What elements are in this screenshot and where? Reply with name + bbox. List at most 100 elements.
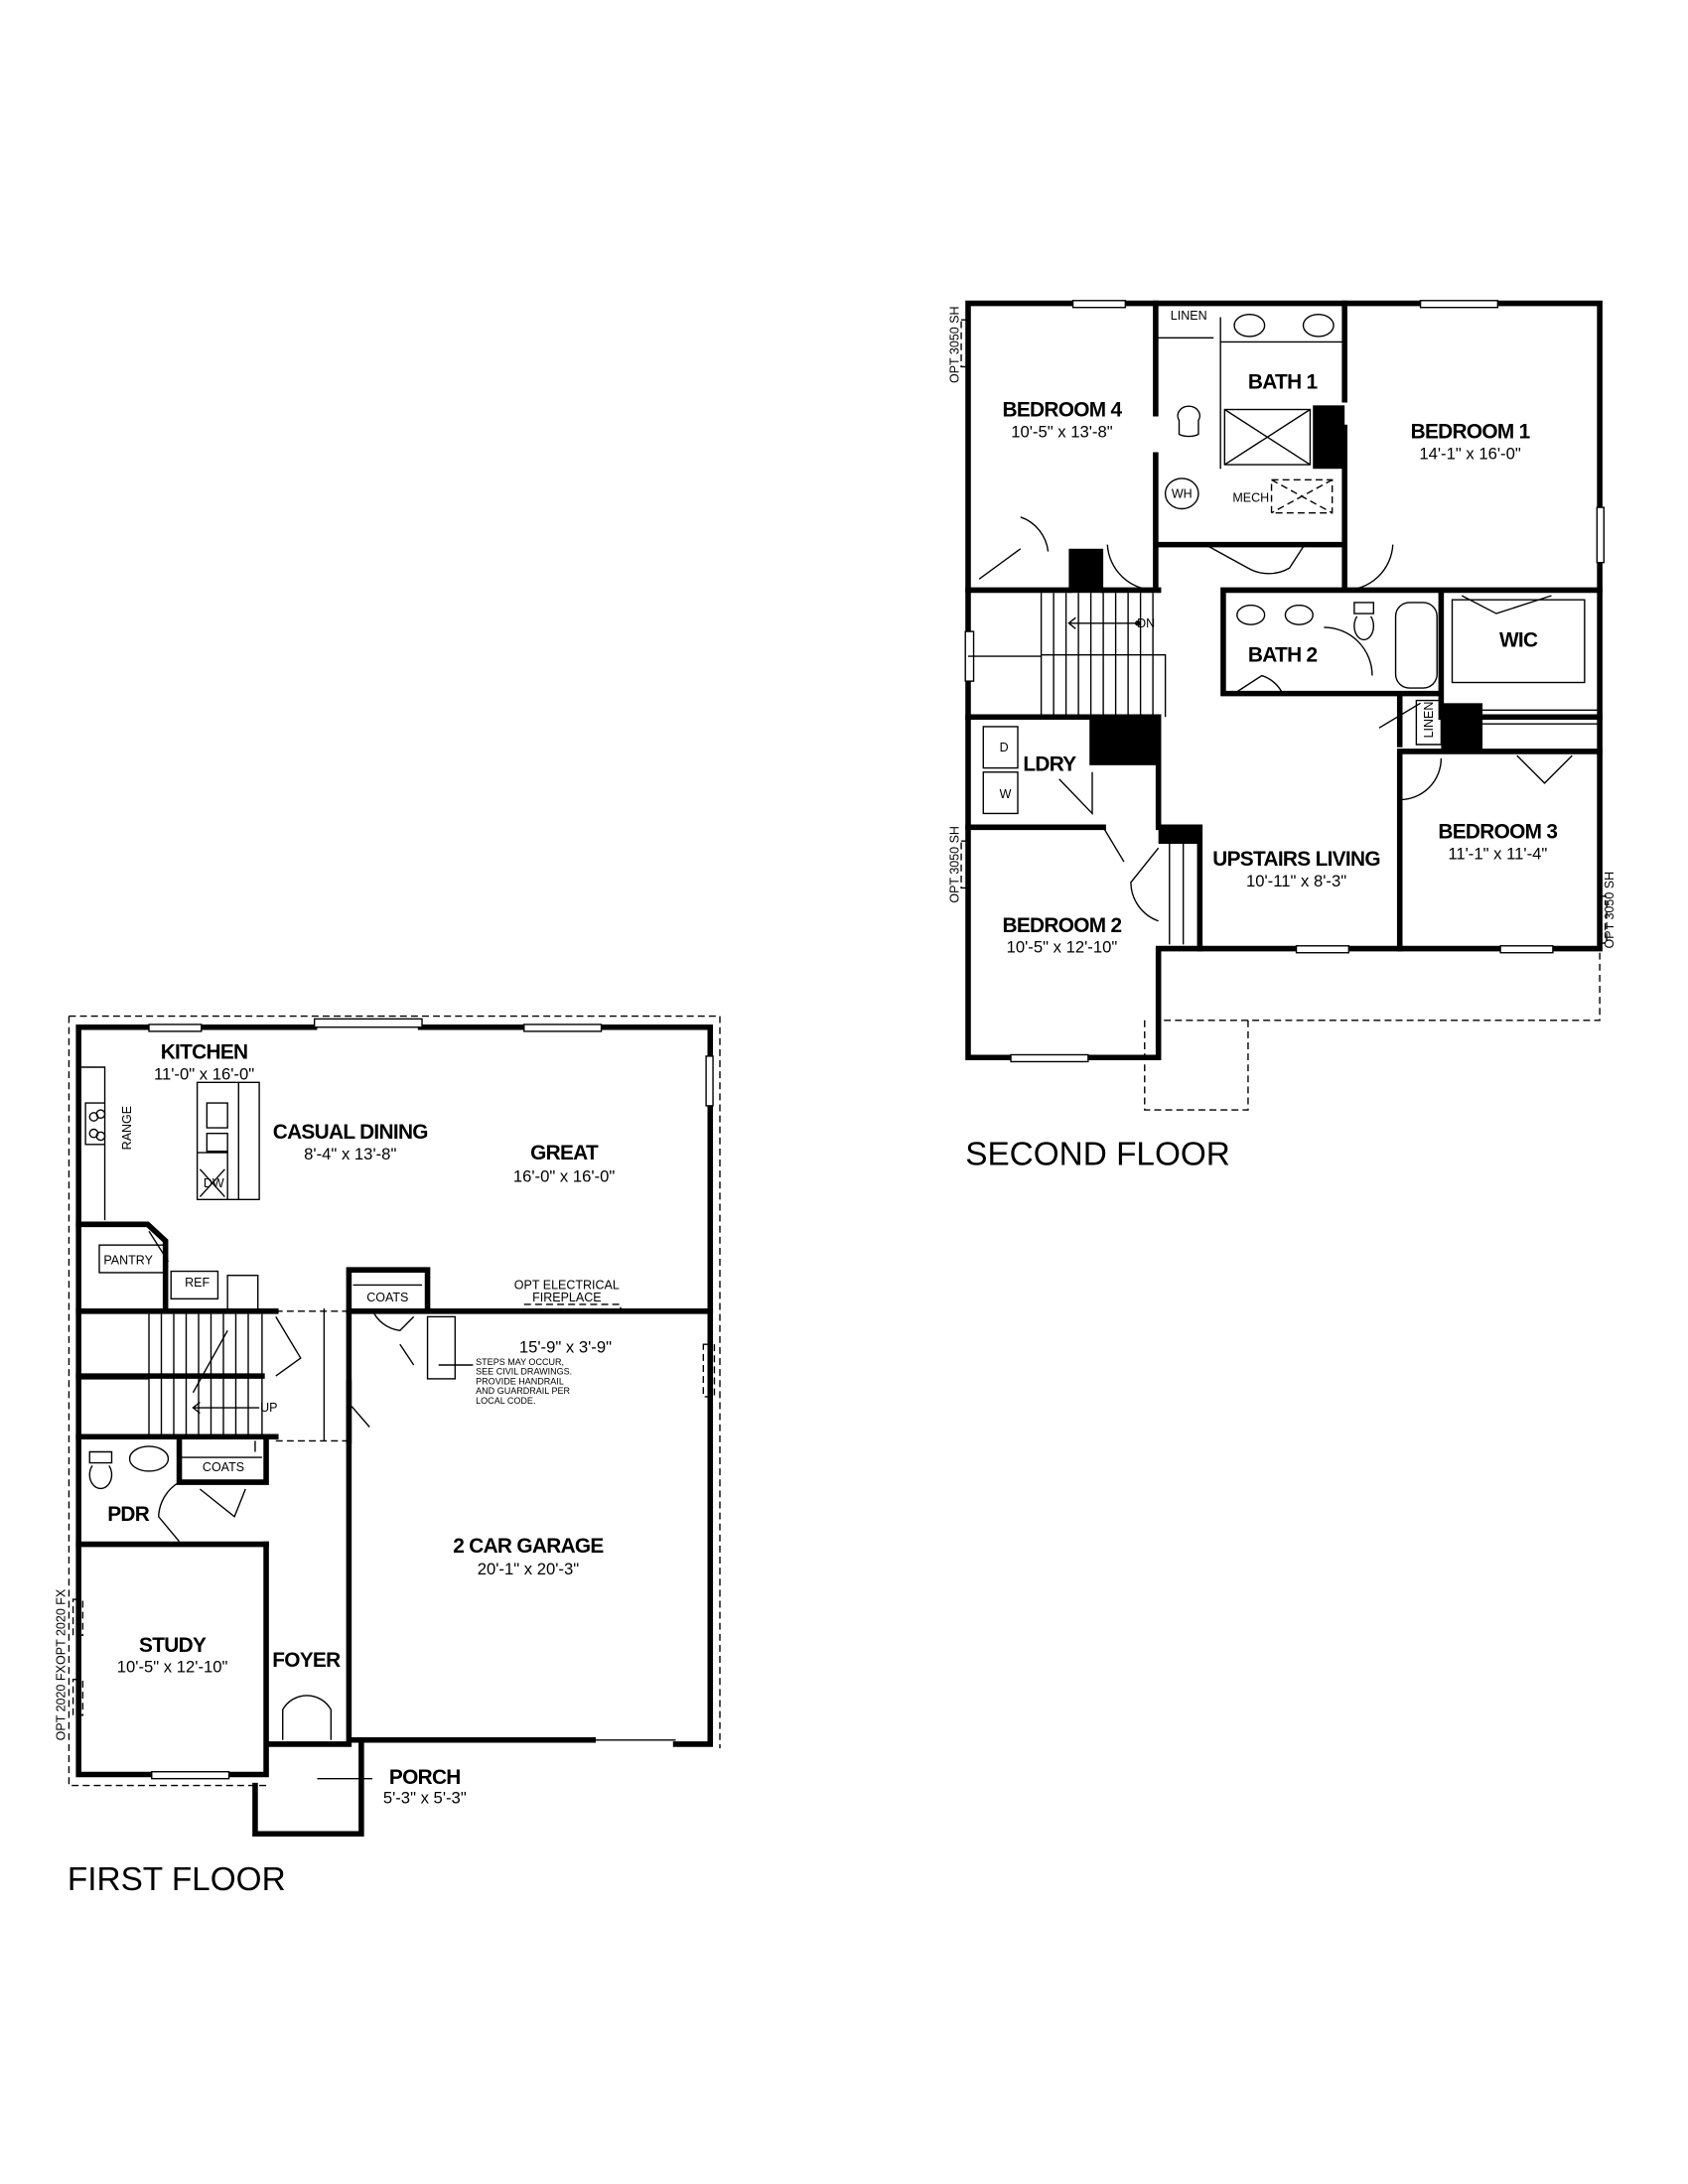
room-name: BEDROOM 1 [1411,421,1530,444]
window [1295,945,1350,954]
first-floor-plan: UP KITCHEN 11'-0" x 16'-0" CASUAL DINING… [54,1015,721,1898]
room-name: BEDROOM 2 [1002,914,1121,937]
second-floor-plan: WH MECH LINEN DN D W LINEN BEDROOM 4 10'… [947,300,1617,1173]
opt-window [960,840,969,889]
window [148,1024,203,1032]
room-size: 20'-1" x 20'-3" [478,1560,580,1578]
room-name: LDRY [1023,752,1076,775]
window [1071,300,1127,309]
garage-steps [426,1315,457,1380]
wall-block [1068,548,1104,594]
coats-label: COATS [366,1291,408,1304]
svg-text:AND GUARDRAIL PER: AND GUARDRAIL PER [476,1386,570,1396]
mech-label: MECH [1232,491,1269,505]
svg-text:SEE CIVIL DRAWINGS.: SEE CIVIL DRAWINGS. [476,1367,572,1377]
opt-window [1599,895,1608,944]
wall-block [1089,720,1159,765]
sink-icon [1302,313,1335,338]
option-label: OPT 2020 FX [54,1588,68,1665]
range-label: RANGE [120,1106,134,1150]
window [705,1055,714,1107]
closet-shelves [1169,699,1601,945]
exterior-outline [68,1015,721,1787]
linen-label: LINEN [1422,702,1436,739]
stair-arrow [1067,616,1138,629]
sink-icon [1233,313,1266,338]
refrigerator-icon [170,1270,219,1300]
room-name: PDR [107,1503,150,1526]
room-name: BATH 1 [1248,371,1318,394]
room-size: 10'-5" x 12'-10" [117,1658,228,1677]
wic-shelf [1451,599,1586,684]
wall-block [1158,824,1200,844]
option-label: OPT 3050 SH [947,826,961,903]
window [1010,1053,1089,1063]
furnace-cross [1271,478,1333,514]
svg-text:PROVIDE HANDRAIL: PROVIDE HANDRAIL [476,1376,564,1386]
exterior-wall [965,300,1603,1061]
opt-window [960,319,969,368]
door-swing [978,516,1573,922]
room-name: WIC [1499,628,1538,651]
room-name: STUDY [139,1634,207,1657]
svg-text:LOCAL CODE.: LOCAL CODE. [476,1396,535,1406]
room-size: 5'-3" x 5'-3" [383,1789,467,1808]
room-size: 11'-1" x 11'-4" [1448,844,1547,863]
sink-icon [128,1445,170,1472]
furnace-icon [1270,478,1334,514]
option-label: OPT 3050 SH [1603,872,1617,949]
porch-roof-outline [1144,948,1601,1111]
room-name: UPSTAIRS LIVING [1212,848,1380,871]
room-name: FOYER [272,1649,341,1672]
room-size: 8'-4" x 13'-8" [304,1145,396,1163]
sink-icon [1236,605,1266,625]
dryer-icon [982,726,1019,769]
porch-wall [252,1741,364,1837]
opt-window [71,1598,84,1636]
burner [95,1109,106,1120]
stair-arrow [192,1329,260,1415]
stairs: DN [968,593,1167,718]
room-name: 2 CAR GARAGE [453,1535,604,1558]
window [151,1771,230,1780]
window [1596,506,1605,564]
room-size: 10'-5" x 13'-8" [1011,422,1113,441]
room-size: 10'-5" x 12'-10" [1007,938,1118,957]
opt-window [702,1343,716,1398]
option-label: OPT 2020 FX [54,1665,68,1741]
toilet-icon [1177,405,1201,438]
dryer-label: D [1000,741,1009,754]
room-name: BATH 2 [1248,644,1318,667]
garage-step-dim: 15'-9" x 3'-9" [519,1338,612,1357]
wall-block [1313,405,1345,470]
shower-icon [1223,408,1312,466]
sink-icon [1284,605,1314,625]
shelves [180,1284,422,1458]
room-name: BEDROOM 4 [1002,398,1122,421]
water-heater-icon [1164,478,1199,510]
second-floor-title: SECOND FLOOR [965,1137,1230,1173]
option-label: OPT 3050 SH [947,306,961,383]
dashed-openings [265,1303,622,1744]
door-swing [148,1230,415,1740]
bathtub-icon [1394,602,1438,689]
bath1-partition [1155,317,1345,470]
coats-label: COATS [203,1460,244,1474]
interior-walls [75,1221,714,1548]
ref-label: REF [185,1276,210,1290]
sliding-door [313,1018,423,1028]
room-name: CASUAL DINING [273,1121,428,1144]
shower-drain-lines [1223,408,1311,466]
toilet-icon [88,1450,113,1490]
fireplace-label: OPT ELECTRICAL [514,1279,620,1293]
room-size: 10'-11" x 8'-3" [1246,872,1346,890]
burner [95,1131,106,1142]
steps-note: STEPS MAY OCCUR, SEE CIVIL DRAWINGS. PRO… [476,1357,572,1406]
washer-icon [982,771,1019,815]
room-name: BEDROOM 3 [1438,820,1557,843]
kitchen-cabinets [78,1066,260,1221]
window [523,1024,603,1032]
fireplace-label: FIREPLACE [532,1291,601,1304]
wh-label: WH [1172,486,1193,500]
